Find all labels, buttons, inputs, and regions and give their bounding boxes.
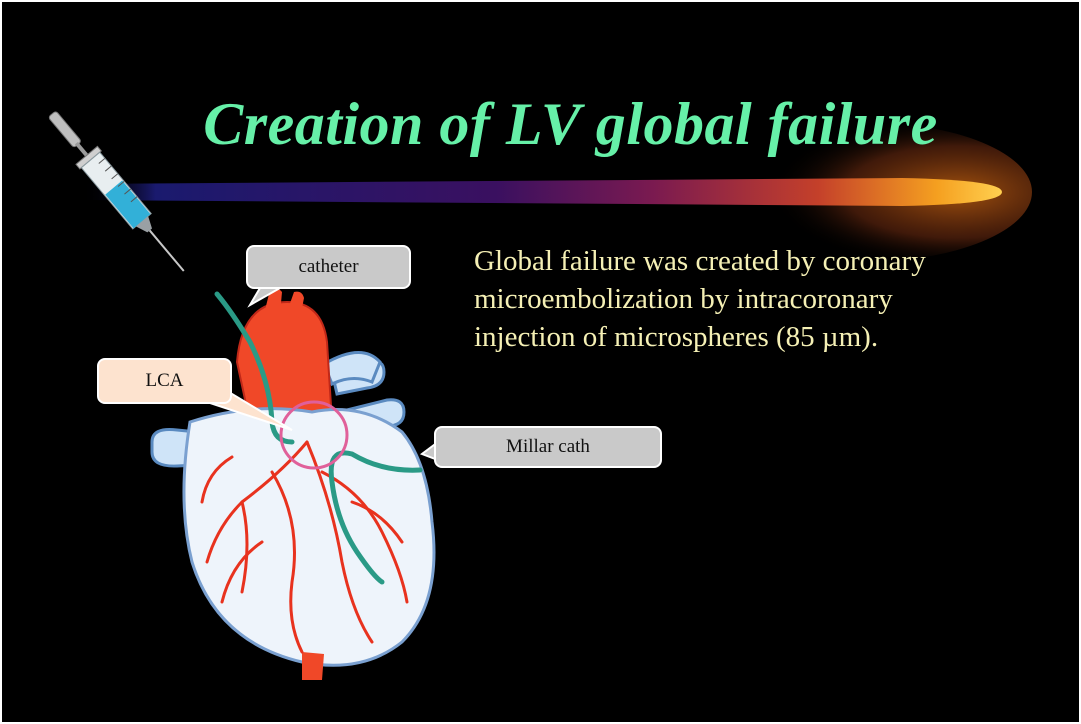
slide-title: Creation of LV global failure (2, 90, 1079, 159)
slide-body-text: Global failure was created by coronary m… (474, 242, 994, 356)
callout-millar-cath: Millar cath (434, 426, 662, 468)
callout-catheter: catheter (246, 245, 411, 289)
callout-lca: LCA (97, 358, 232, 404)
